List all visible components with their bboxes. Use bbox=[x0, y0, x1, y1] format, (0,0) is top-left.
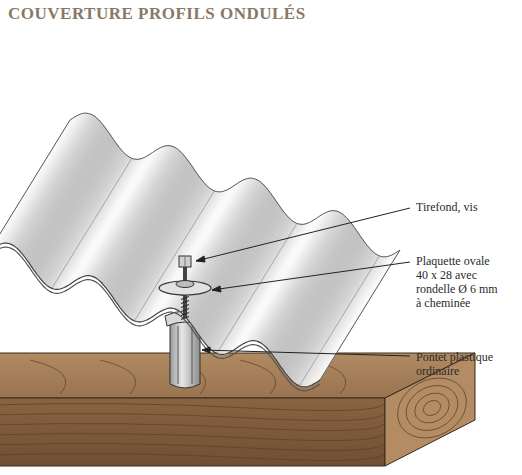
leader-line bbox=[212, 262, 410, 290]
thread-stroke bbox=[181, 301, 189, 304]
screw-thread bbox=[181, 293, 189, 320]
washer bbox=[176, 281, 194, 288]
grain-line bbox=[0, 433, 385, 441]
sheet-side bbox=[0, 120, 70, 250]
thread-stroke bbox=[181, 313, 189, 316]
thread-stroke bbox=[181, 317, 189, 320]
grain-line bbox=[100, 360, 136, 394]
leader-line bbox=[202, 350, 410, 356]
corrugated-sheet bbox=[0, 113, 400, 391]
sheet-strip bbox=[293, 252, 375, 384]
bracket-rib bbox=[192, 326, 193, 384]
leader-line bbox=[196, 208, 410, 261]
trough-line bbox=[217, 223, 297, 353]
screw-head bbox=[179, 256, 191, 267]
callout-label: Pontet plastique ordinaire bbox=[416, 350, 512, 378]
growth-ring bbox=[421, 398, 443, 419]
leader-lines bbox=[196, 208, 410, 356]
leader-head bbox=[212, 286, 221, 292]
grain-line bbox=[0, 403, 385, 411]
beam-front bbox=[0, 398, 385, 466]
thread-stroke bbox=[181, 309, 189, 312]
growth-ring bbox=[387, 366, 477, 449]
leader-head bbox=[202, 347, 210, 353]
trough-line bbox=[134, 191, 214, 321]
sheet-strip bbox=[295, 254, 377, 385]
sheet-strip bbox=[291, 250, 373, 382]
callout-label: Plaquette ovale 40 x 28 avec rondelle Ø … bbox=[416, 254, 504, 310]
growth-ring bbox=[398, 377, 465, 439]
thread-stroke bbox=[181, 297, 189, 300]
trough-line bbox=[299, 256, 379, 386]
sheet-front-edge bbox=[0, 243, 320, 387]
leader-head bbox=[196, 256, 205, 262]
sheet-thickness bbox=[0, 247, 320, 391]
thread-stroke bbox=[181, 305, 189, 308]
grain-line bbox=[0, 413, 385, 421]
trough-line bbox=[52, 158, 132, 288]
diagram-title: COUVERTURE PROFILS ONDULÉS bbox=[8, 4, 306, 24]
grain-line bbox=[30, 360, 66, 394]
bracket-rib bbox=[178, 326, 179, 384]
oval-plate bbox=[159, 281, 211, 295]
grain-line bbox=[0, 453, 385, 461]
grain-line bbox=[0, 423, 385, 431]
sheet-strip bbox=[297, 255, 379, 386]
screw bbox=[159, 256, 211, 320]
wood-grain bbox=[0, 360, 477, 461]
callout-label: Tirefond, vis bbox=[416, 200, 516, 214]
head-facet bbox=[185, 256, 186, 267]
grain-line bbox=[240, 360, 276, 394]
wood-beam bbox=[0, 353, 477, 466]
grain-line bbox=[0, 443, 385, 451]
sheet-back-edge bbox=[70, 113, 400, 257]
